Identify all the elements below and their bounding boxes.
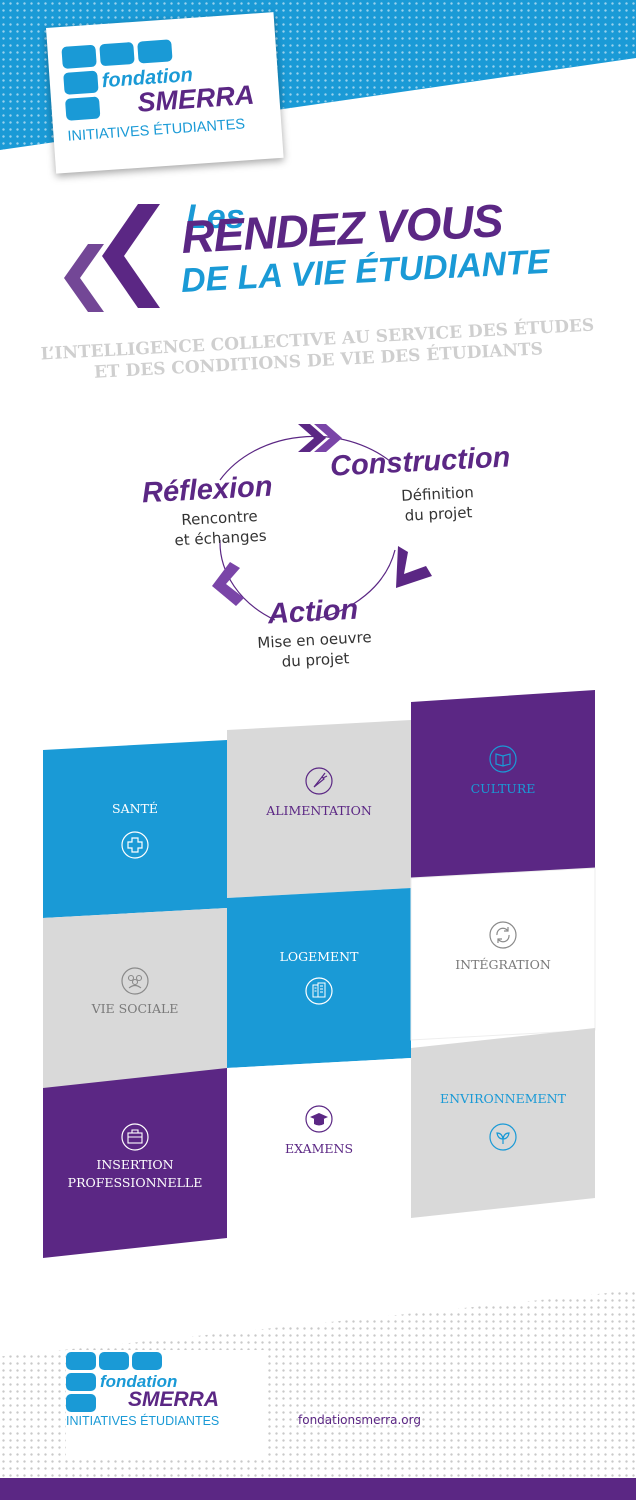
bottom-logo-smerra: SMERRA [128, 1388, 220, 1411]
bottom-logo: fondation SMERRA INITIATIVES ÉTUDIANTES [66, 1350, 266, 1460]
theme-examens-label: EXAMENS [284, 1141, 354, 1156]
theme-insertion-label-line1: INSERTION [96, 1157, 174, 1172]
bottom-logo-subtitle: INITIATIVES ÉTUDIANTES [66, 1414, 220, 1428]
briefcase-icon [121, 1123, 149, 1151]
theme-insertion-label: INSERTION PROFESSIONNELLE [43, 1156, 227, 1192]
graduation-cap-icon [305, 1105, 333, 1133]
title-chevron-icon [64, 204, 160, 312]
footer-url[interactable]: fondationsmerra.org [298, 1413, 421, 1427]
theme-insertion-label-line2: PROFESSIONNELLE [67, 1175, 203, 1190]
theme-sante-label: SANTÉ [112, 801, 158, 816]
health-cross-icon [121, 831, 149, 859]
cycle-diagram [212, 424, 432, 621]
cycle-arrows-icon [489, 921, 517, 949]
theme-alimentation-label: ALIMENTATION [266, 803, 372, 818]
book-icon [489, 745, 517, 773]
building-icon [305, 977, 333, 1005]
theme-vie-sociale-label: VIE SOCIALE [91, 1001, 179, 1016]
title-les: Les [186, 198, 245, 236]
people-icon [121, 967, 149, 995]
theme-logement-label: LOGEMENT [279, 949, 359, 964]
bottom-stripe [0, 1478, 636, 1500]
carrot-icon [305, 767, 333, 795]
bottom-logo-fondation: fondation [100, 1372, 178, 1391]
theme-environnement-label: ENVIRONNEMENT [440, 1091, 566, 1106]
leaf-icon [489, 1123, 517, 1151]
theme-integration-label: INTÉGRATION [455, 957, 551, 972]
theme-culture-label: CULTURE [470, 781, 536, 796]
